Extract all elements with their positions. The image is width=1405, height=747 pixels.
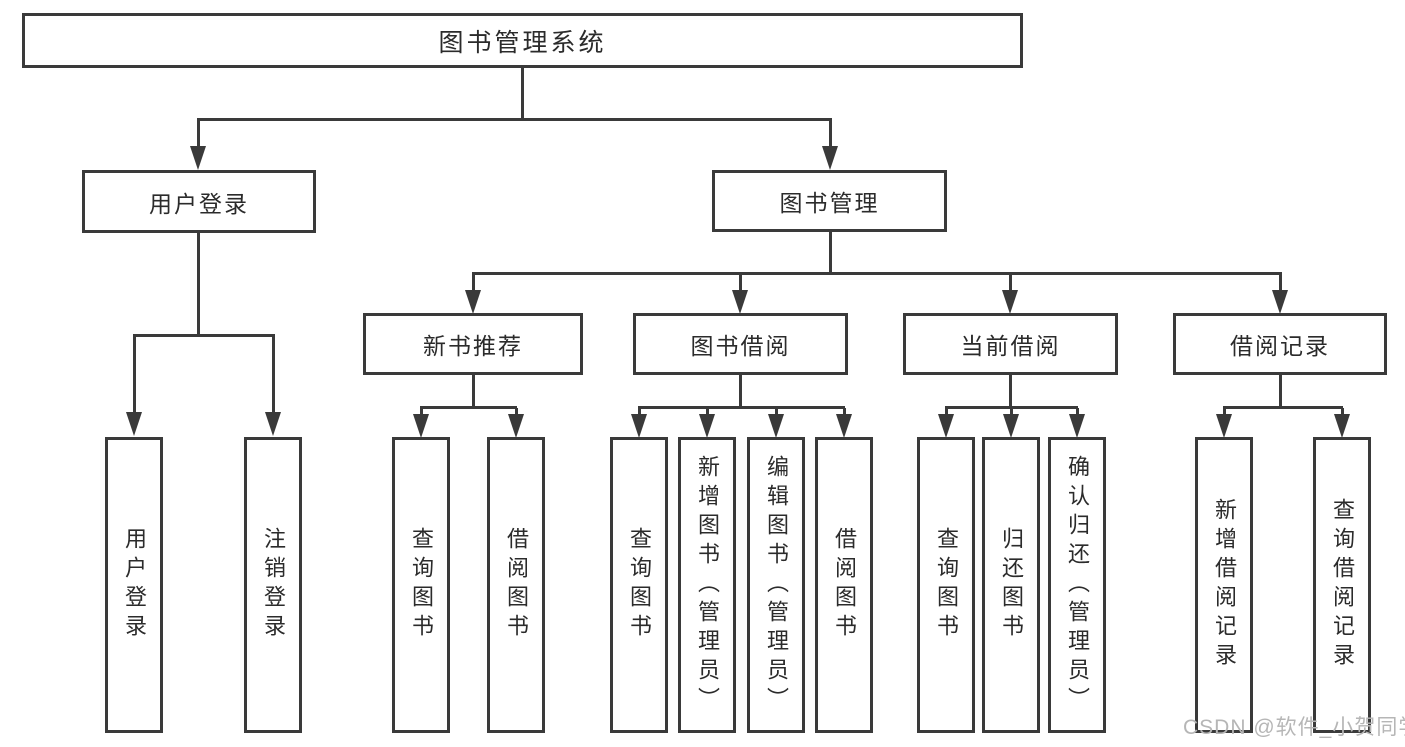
leaf-add-books-admin: 新增图书（管理员） [678, 437, 736, 733]
connector [472, 272, 1282, 275]
connector [1279, 274, 1282, 292]
connector [515, 408, 518, 417]
node-new-book-recommendation: 新书推荐 [363, 313, 583, 375]
connector [638, 406, 845, 409]
connector [829, 230, 832, 275]
arrowhead [190, 146, 206, 170]
node-book-borrowing: 图书借阅 [633, 313, 848, 375]
leaf-query-books-current: 查询图书 [917, 437, 975, 733]
connector [133, 336, 136, 413]
leaf-borrow-books-borrowing-label: 借阅图书 [832, 527, 857, 643]
connector [1009, 274, 1012, 292]
leaf-borrow-books-recommend: 借阅图书 [487, 437, 545, 733]
leaf-add-borrow-record: 新增借阅记录 [1195, 437, 1253, 733]
connector [420, 408, 423, 417]
connector [272, 336, 275, 413]
node-current-borrowing-label: 当前借阅 [960, 333, 1061, 359]
arrowhead [938, 414, 954, 438]
arrowhead [265, 412, 281, 436]
leaf-query-books-recommend-label: 查询图书 [409, 527, 434, 643]
leaf-add-books-admin-label: 新增图书（管理员） [695, 454, 720, 716]
connector [706, 408, 709, 417]
node-user-login-label: 用户登录 [149, 190, 249, 217]
leaf-confirm-return-admin-label: 确认归还（管理员） [1065, 454, 1090, 716]
connector [197, 118, 832, 121]
connector [133, 334, 275, 337]
node-library-system: 图书管理系统 [22, 13, 1023, 68]
leaf-add-borrow-record-label: 新增借阅记录 [1212, 498, 1237, 672]
arrowhead [1216, 414, 1232, 438]
arrowhead [1272, 290, 1288, 314]
connector [739, 274, 742, 292]
connector [945, 406, 1078, 409]
watermark: CSDN @软件_小贺同学 [1183, 716, 1405, 739]
arrowhead [631, 414, 647, 438]
connector [1223, 408, 1226, 417]
connector [1223, 406, 1343, 409]
leaf-query-books-borrowing-label: 查询图书 [627, 527, 652, 643]
node-new-book-recommendation-label: 新书推荐 [423, 333, 523, 359]
leaf-logout-label: 注销登录 [261, 527, 286, 643]
node-user-login: 用户登录 [82, 170, 316, 233]
arrowhead [768, 414, 784, 438]
arrowhead [508, 414, 524, 438]
arrowhead [732, 290, 748, 314]
arrowhead [465, 290, 481, 314]
leaf-query-borrow-record: 查询借阅记录 [1313, 437, 1371, 733]
leaf-query-books-recommend: 查询图书 [392, 437, 450, 733]
connector [739, 373, 742, 409]
node-library-system-label: 图书管理系统 [438, 28, 607, 57]
arrowhead [699, 414, 715, 438]
leaf-user-login: 用户登录 [105, 437, 163, 733]
connector [521, 66, 524, 120]
connector [1009, 373, 1012, 409]
leaf-edit-books-admin: 编辑图书（管理员） [747, 437, 805, 733]
leaf-return-books: 归还图书 [982, 437, 1040, 733]
connector [197, 120, 200, 148]
leaf-return-books-label: 归还图书 [999, 527, 1024, 643]
arrowhead [1069, 414, 1085, 438]
connector [472, 274, 475, 292]
node-book-management-label: 图书管理 [779, 190, 880, 216]
arrowhead [413, 414, 429, 438]
node-borrowing-records-label: 借阅记录 [1230, 333, 1330, 359]
arrowhead [126, 412, 142, 436]
connector [472, 373, 475, 409]
connector [945, 408, 948, 417]
node-borrowing-records: 借阅记录 [1173, 313, 1387, 375]
arrowhead [822, 146, 838, 170]
arrowhead [836, 414, 852, 438]
connector [775, 408, 778, 417]
leaf-query-books-borrowing: 查询图书 [610, 437, 668, 733]
arrowhead [1334, 414, 1350, 438]
leaf-user-login-label: 用户登录 [122, 527, 147, 643]
node-book-management: 图书管理 [712, 170, 947, 232]
leaf-edit-books-admin-label: 编辑图书（管理员） [764, 454, 789, 716]
leaf-confirm-return-admin: 确认归还（管理员） [1048, 437, 1106, 733]
leaf-query-borrow-record-label: 查询借阅记录 [1330, 498, 1355, 672]
connector [638, 408, 641, 417]
node-book-borrowing-label: 图书借阅 [690, 333, 791, 359]
connector [829, 120, 832, 148]
connector [420, 406, 517, 409]
connector [197, 231, 200, 336]
leaf-borrow-books-recommend-label: 借阅图书 [504, 527, 529, 643]
leaf-logout: 注销登录 [244, 437, 302, 733]
node-current-borrowing: 当前借阅 [903, 313, 1118, 375]
leaf-borrow-books-borrowing: 借阅图书 [815, 437, 873, 733]
leaf-query-books-current-label: 查询图书 [934, 527, 959, 643]
arrowhead [1003, 414, 1019, 438]
connector [1279, 373, 1282, 409]
connector [1341, 408, 1344, 417]
connector [1076, 408, 1079, 417]
arrowhead [1002, 290, 1018, 314]
connector [843, 408, 846, 417]
connector [1010, 408, 1013, 417]
